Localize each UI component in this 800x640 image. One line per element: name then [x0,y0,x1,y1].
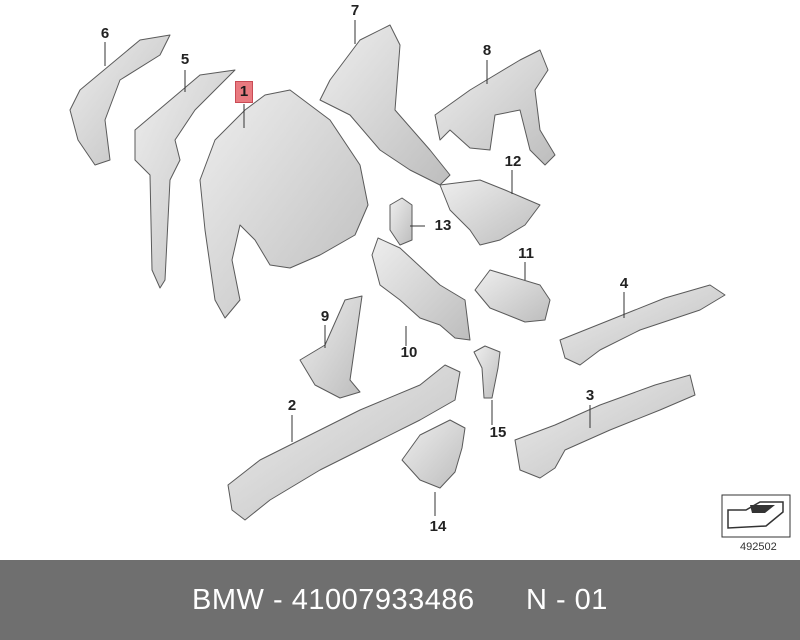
part-11-shape [474,269,551,323]
part-4-shape [559,284,726,366]
part-3-shape [514,374,696,479]
callout-9[interactable]: 9 [320,308,330,325]
callout-3[interactable]: 3 [585,387,595,404]
callout-7[interactable]: 7 [350,2,360,19]
parts-diagram: 1 2 3 4 5 6 7 8 9 10 11 12 13 14 15 4925… [69,2,791,553]
part-13-shape [389,197,413,246]
part-6-shape [69,34,171,166]
part-number: 41007933486 [291,583,475,616]
callout-2[interactable]: 2 [287,397,297,414]
callout-13[interactable]: 13 [434,217,452,234]
part-5-shape [134,69,236,289]
part-7-shape [319,24,451,186]
part-8-shape [434,49,556,166]
part-15-shape [473,345,501,399]
callout-10[interactable]: 10 [400,344,418,361]
part-14-shape [401,419,466,489]
callout-12[interactable]: 12 [504,153,522,170]
cut-section-arrow-icon [721,494,791,538]
exploded-parts-drawing [69,20,791,538]
callout-14[interactable]: 14 [429,518,447,535]
callout-6[interactable]: 6 [100,25,110,42]
callout-1[interactable]: 1 [235,81,253,103]
part-footer-bar: BMW - 41007933486 N - 01 [0,560,800,640]
callout-11[interactable]: 11 [518,245,534,262]
position-code: N - 01 [525,583,608,616]
part-12-shape [439,179,541,246]
callout-5[interactable]: 5 [180,51,190,68]
brand-separator: - [264,583,292,616]
part-9-shape [299,295,363,399]
part-1-shape [199,89,369,319]
callout-8[interactable]: 8 [482,42,492,59]
brand-name: BMW [192,583,265,616]
footer-gap [475,584,526,617]
callout-4[interactable]: 4 [619,275,629,292]
callout-15[interactable]: 15 [489,424,507,441]
part-10-shape [371,237,471,341]
diagram-number: 492502 [740,541,777,553]
part-2-shape [227,364,461,521]
